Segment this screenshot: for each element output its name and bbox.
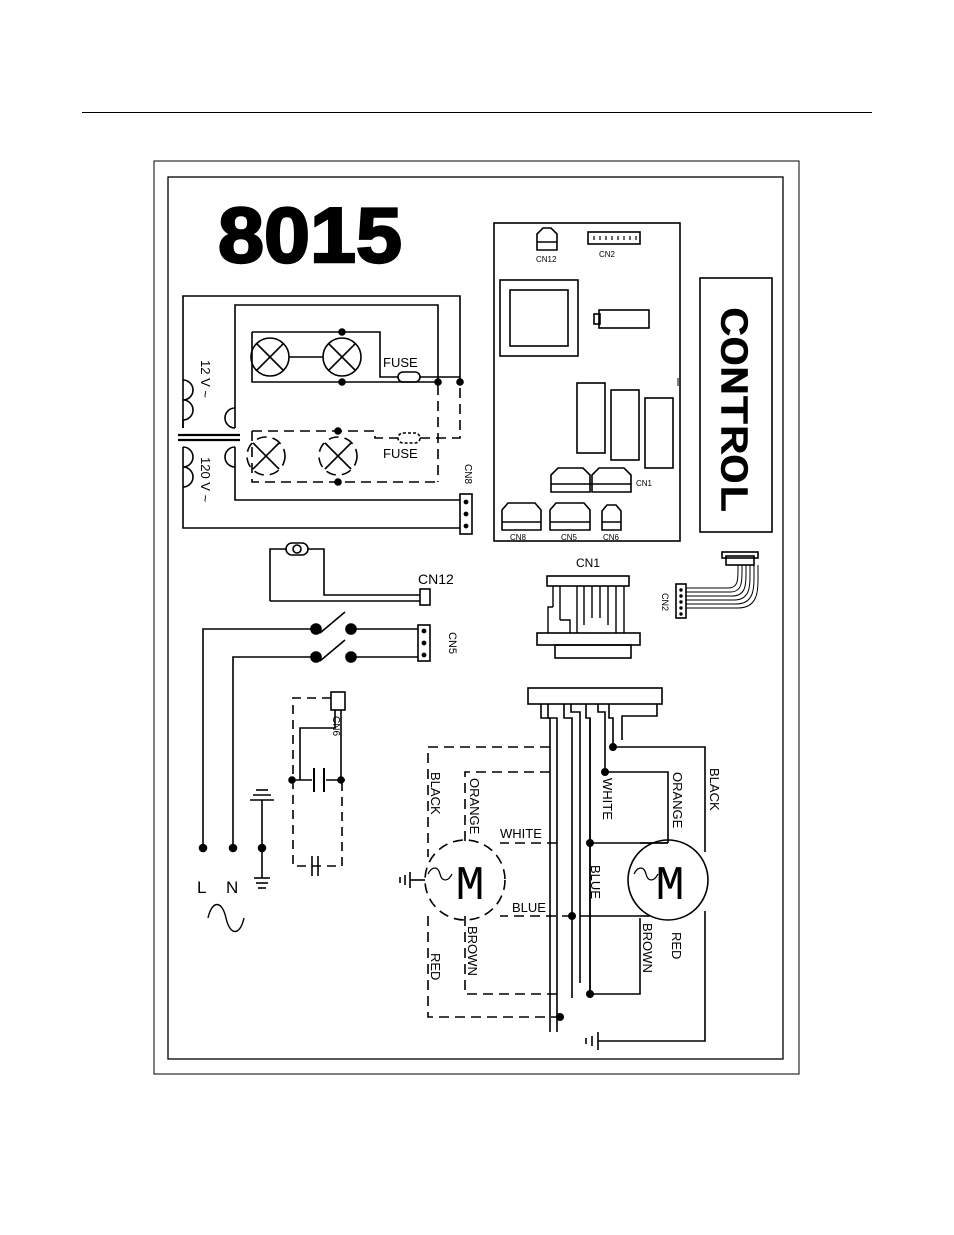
- cn1-harness: CN1: [537, 552, 758, 658]
- mains-l-label: L: [197, 878, 206, 897]
- motor-left-symbol: M: [456, 860, 485, 914]
- wire-left-orange: ORANGE: [467, 778, 482, 835]
- cn8-label: CN8: [462, 464, 473, 484]
- wire-right-red: RED: [669, 932, 684, 959]
- motor-right-symbol: M: [656, 860, 685, 914]
- volt-12-label: 12 V ~: [198, 360, 213, 398]
- mains-input: L N: [197, 790, 274, 932]
- wire-left-black: BLACK: [428, 772, 443, 815]
- wire-left-red: RED: [428, 953, 443, 980]
- cn1-top-label: CN1: [576, 556, 600, 570]
- wire-right-black: BLACK: [707, 768, 722, 811]
- wire-left-brown: BROWN: [465, 926, 480, 976]
- cn6-label: CN6: [330, 716, 341, 736]
- motor-harness: M M: [400, 688, 708, 1050]
- transformer-lamp-circuit: FUSE FUSE 12 V ~ 120 V ~ CN8: [178, 296, 473, 534]
- model-number: 8015: [218, 191, 402, 279]
- board-label-cn5: CN5: [561, 533, 578, 542]
- control-label: CONTROL: [710, 307, 753, 513]
- wire-left-white: WHITE: [500, 826, 542, 841]
- board-label-cn6: CN6: [603, 533, 620, 542]
- cn5-label: CN5: [446, 632, 458, 654]
- wire-right-brown: BROWN: [640, 923, 655, 973]
- board-label-cn2: CN2: [599, 250, 616, 259]
- wire-right-orange: ORANGE: [670, 772, 685, 829]
- wire-right-white: WHITE: [600, 778, 615, 820]
- cn12-label: CN12: [418, 571, 454, 587]
- cn12-thermal-circuit: CN12: [270, 543, 454, 605]
- fuse-label-top: FUSE: [383, 355, 418, 370]
- mains-n-label: N: [226, 878, 238, 897]
- wire-left-blue: BLUE: [512, 900, 546, 915]
- board-label-cn1: CN1: [636, 479, 653, 488]
- fuse-label-bottom: FUSE: [383, 446, 418, 461]
- control-board: CN12 CN2 CN1 CN8 CN5 C: [494, 223, 680, 542]
- volt-120-label: 120 V ~: [198, 457, 213, 503]
- board-label-cn8: CN8: [510, 533, 527, 542]
- cn6-capacitor-circuit: CN6: [289, 692, 345, 876]
- cn2-side-label: CN2: [660, 593, 670, 611]
- board-label-cn12: CN12: [536, 255, 557, 264]
- wire-right-blue: BLUE: [588, 865, 603, 899]
